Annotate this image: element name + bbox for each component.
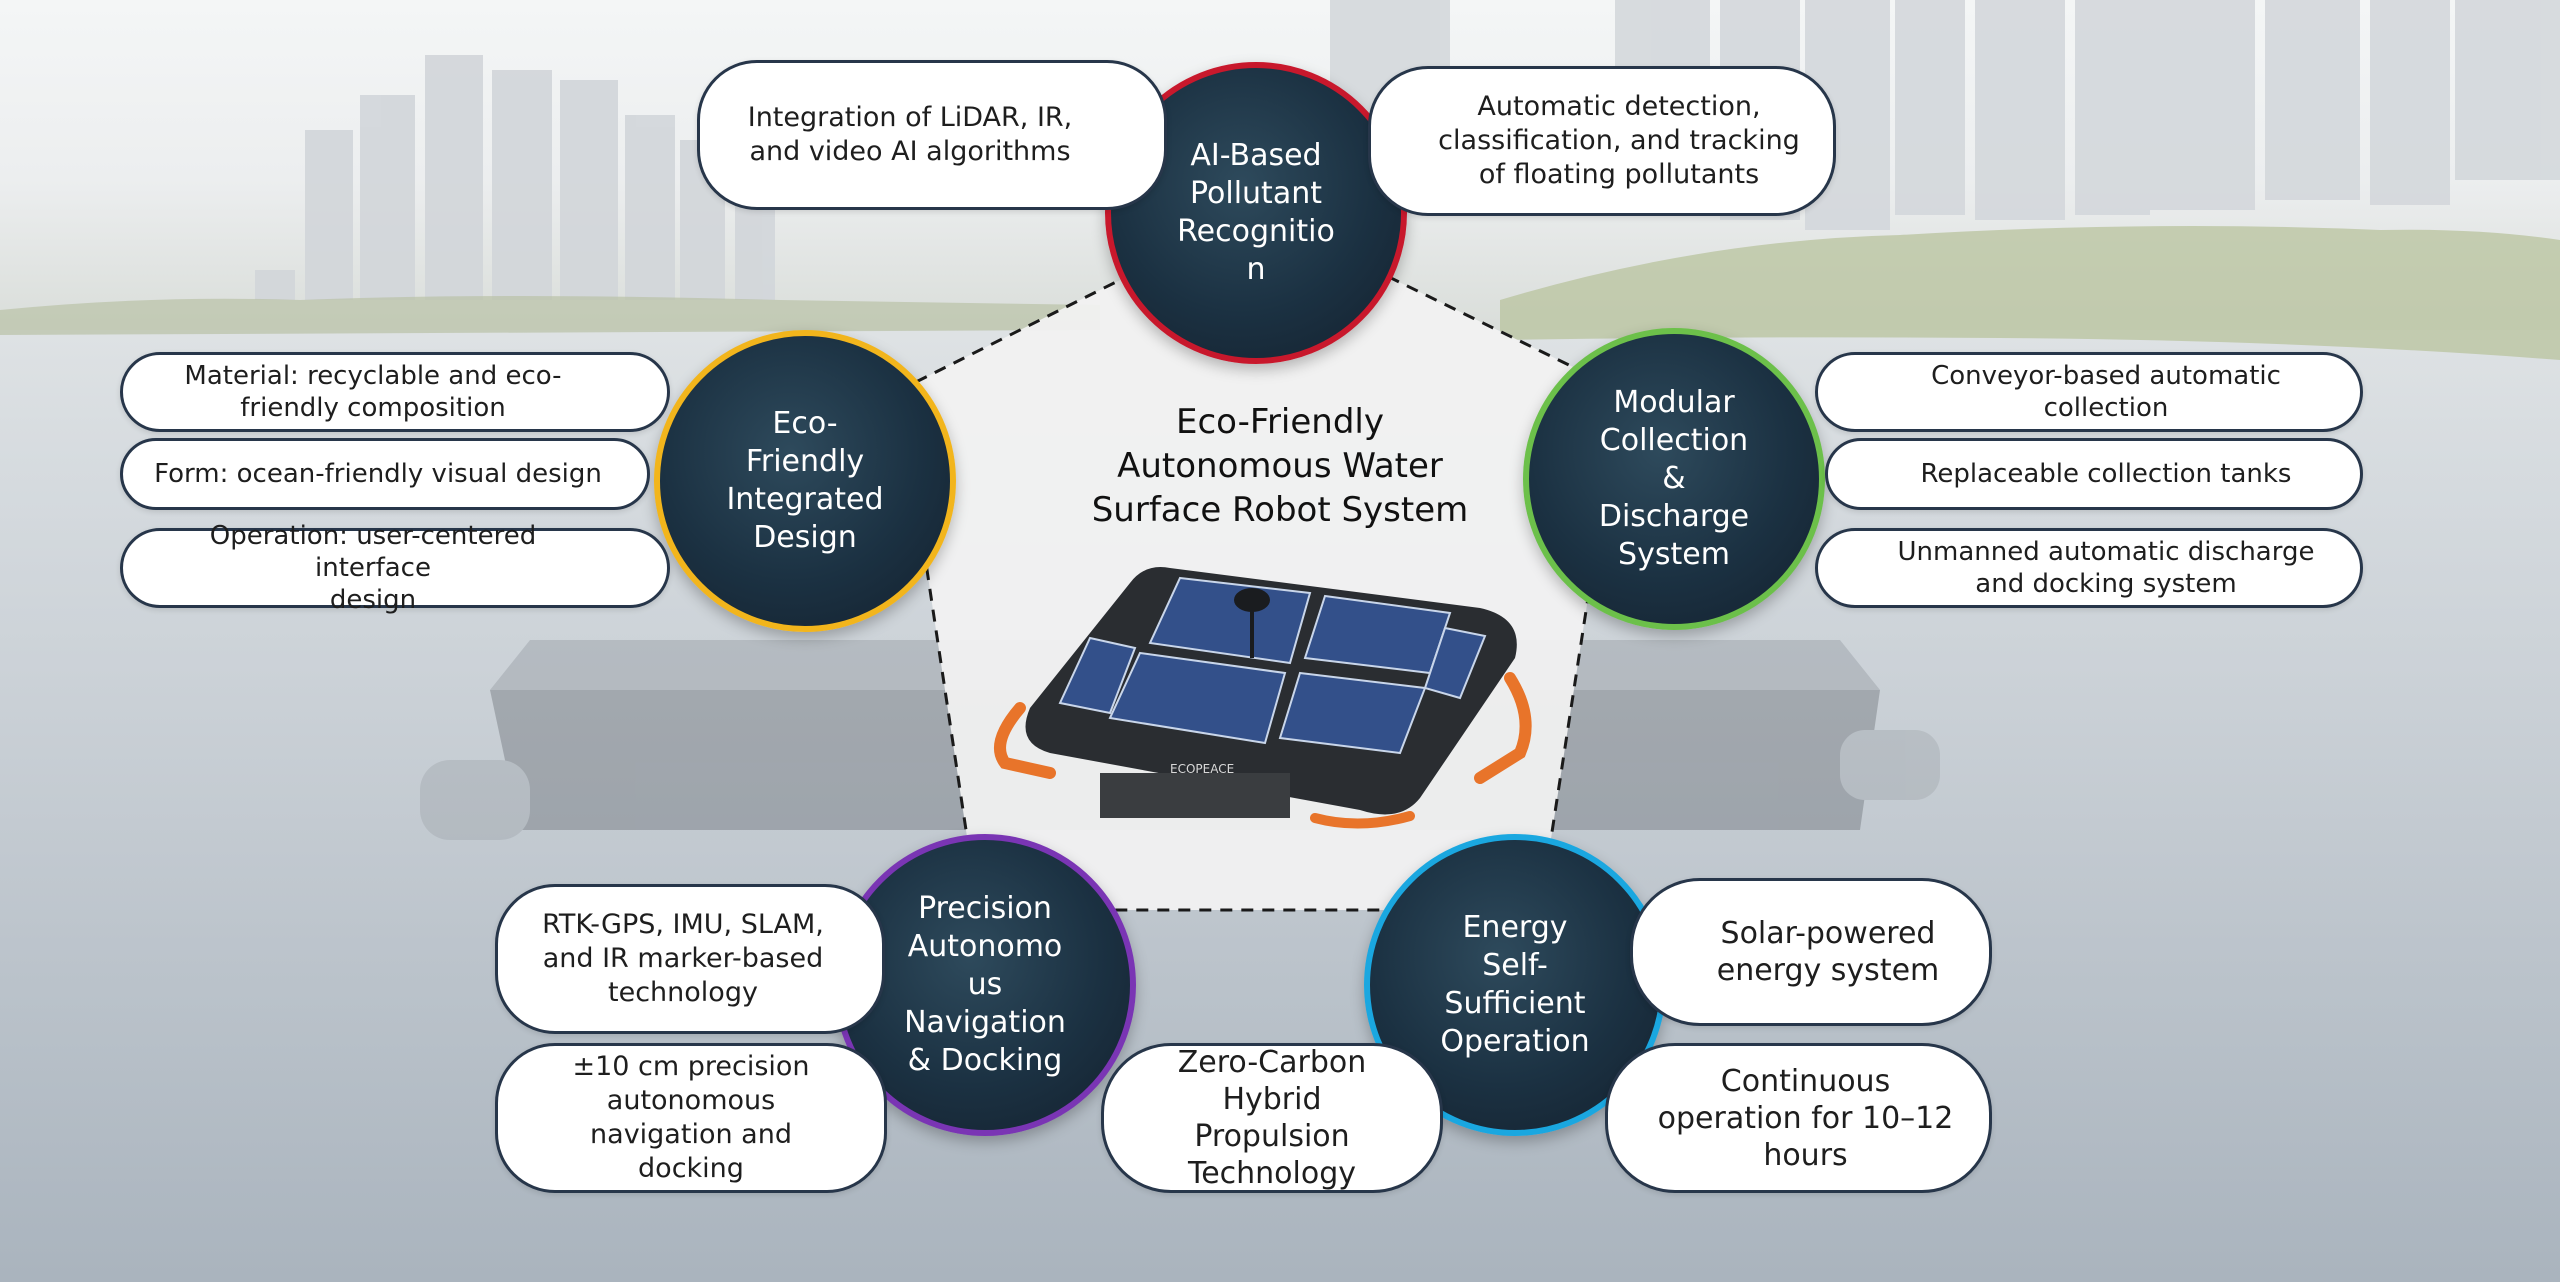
pill-mod-unmanned: Unmanned automatic discharge and docking… xyxy=(1815,528,2363,608)
pill-mod-unmanned-line1: Unmanned automatic discharge xyxy=(1897,537,2315,567)
hub-energy-line4: Operation xyxy=(1440,1024,1590,1059)
pill-nav-precision-line3: navigation and xyxy=(590,1119,792,1150)
hub-eco-line2: Friendly xyxy=(745,444,865,479)
pill-zero-carbon: Zero-Carbon Hybrid Propulsion Technology xyxy=(1101,1043,1443,1193)
hub-nav-line2: Autonomo xyxy=(907,929,1063,964)
robot-illustration: ECOPEACE xyxy=(994,567,1532,829)
pill-energy-continuous-line1: Continuous xyxy=(1720,1063,1891,1099)
pill-energy-solar-line1: Solar-powered xyxy=(1720,916,1936,951)
hub-modular-collection: Modular Collection & Discharge System xyxy=(1523,328,1825,630)
hub-nav-line4: Navigation xyxy=(904,1005,1066,1040)
pill-eco-form-line1: Form: ocean-friendly visual design xyxy=(154,459,602,489)
pill-nav-precision: ±10 cm precision autonomous navigation a… xyxy=(495,1043,887,1193)
pill-eco-material-line2: friendly composition xyxy=(240,393,506,423)
shoreline-left xyxy=(0,296,1100,335)
shoreline-right xyxy=(1500,226,2560,360)
bumper-right xyxy=(1474,672,1532,784)
pill-nav-precision-line2: autonomous xyxy=(606,1085,776,1116)
pill-energy-continuous-line3: hours xyxy=(1763,1137,1848,1173)
hub-energy-line2: Self- xyxy=(1482,948,1548,983)
pill-ai-detection-line3: of floating pollutants xyxy=(1478,159,1760,190)
pill-mod-unmanned-line2: and docking system xyxy=(1975,569,2237,599)
pill-zero-carbon-line3: Propulsion xyxy=(1194,1119,1350,1154)
hub-eco-line3: Integrated xyxy=(726,482,884,517)
hub-mod-line2: Collection xyxy=(1599,423,1749,458)
hub-ai-line2: Pollutant xyxy=(1190,176,1322,211)
pill-energy-solar-line2: energy system xyxy=(1716,953,1940,988)
pill-eco-material: Material: recyclable and eco- friendly c… xyxy=(120,352,670,432)
pill-energy-solar: Solar-powered energy system xyxy=(1630,878,1992,1026)
pill-ai-detection-line2: classification, and tracking xyxy=(1438,125,1800,156)
hub-mod-line1: Modular xyxy=(1613,385,1735,420)
pill-nav-precision-line1: ±10 cm precision xyxy=(572,1051,810,1082)
pill-nav-rtk-line2: and IR marker-based xyxy=(542,943,824,974)
center-title-line1: Eco-Friendly xyxy=(1175,402,1384,442)
hub-ai-line4: n xyxy=(1246,252,1266,287)
pill-zero-carbon-line4: Technology xyxy=(1187,1156,1357,1191)
pill-nav-rtk-line3: technology xyxy=(608,977,758,1008)
pill-mod-conveyor-line2: collection xyxy=(2043,393,2169,423)
hub-energy-line1: Energy xyxy=(1462,910,1568,945)
hub-ai-line3: Recognitio xyxy=(1177,214,1335,249)
hub-mod-line5: System xyxy=(1618,537,1730,572)
center-title-line3: Surface Robot System xyxy=(1091,490,1469,530)
pill-energy-continuous: Continuous operation for 10–12 hours xyxy=(1605,1043,1992,1193)
hub-eco-integrated-design: Eco- Friendly Integrated Design xyxy=(654,330,956,632)
hub-nav-line3: us xyxy=(967,967,1003,1002)
bumper-bottom xyxy=(1310,811,1415,829)
pill-ai-lidar: Integration of LiDAR, IR, and video AI a… xyxy=(697,60,1167,210)
hub-ai-pollutant-recognition: AI-Based Pollutant Recognitio n xyxy=(1105,62,1407,364)
pill-eco-operation: Operation: user-centered interface desig… xyxy=(120,521,670,615)
pill-mod-conveyor: Conveyor-based automatic collection xyxy=(1815,352,2363,432)
pill-nav-rtk: RTK-GPS, IMU, SLAM, and IR marker-based … xyxy=(495,884,885,1034)
pill-nav-precision-line4: docking xyxy=(638,1153,744,1184)
pill-ai-detection: Automatic detection, classification, and… xyxy=(1368,66,1836,216)
hub-mod-line4: Discharge xyxy=(1598,499,1750,534)
hub-energy-line3: Sufficient xyxy=(1444,986,1586,1021)
pill-nav-rtk-line1: RTK-GPS, IMU, SLAM, xyxy=(542,909,824,940)
pill-mod-conveyor-line1: Conveyor-based automatic xyxy=(1931,361,2281,391)
pill-ai-lidar-line2: and video AI algorithms xyxy=(749,136,1071,167)
center-title-line2: Autonomous Water xyxy=(1117,446,1443,486)
pill-ai-lidar-line1: Integration of LiDAR, IR, xyxy=(747,102,1073,133)
bumper-left xyxy=(994,702,1056,779)
hub-eco-line4: Design xyxy=(753,520,857,555)
collection-box xyxy=(1100,773,1290,818)
hub-eco-line1: Eco- xyxy=(772,406,838,441)
pill-zero-carbon-line1: Zero-Carbon xyxy=(1177,1045,1367,1080)
pill-energy-continuous-line2: operation for 10–12 xyxy=(1657,1100,1954,1136)
antenna-dome xyxy=(1234,588,1270,612)
pill-mod-tanks: Replaceable collection tanks xyxy=(1825,438,2363,510)
hub-mod-line3: & xyxy=(1662,461,1686,496)
hub-nav-line5: & Docking xyxy=(907,1043,1063,1078)
hub-ai-line1: AI-Based xyxy=(1190,138,1322,173)
center-title: Eco-Friendly Autonomous Water Surface Ro… xyxy=(1010,400,1550,532)
hub-nav-line1: Precision xyxy=(918,891,1052,926)
hub-energy-self-sufficient: Energy Self- Sufficient Operation xyxy=(1364,834,1666,1136)
robot-logo: ECOPEACE xyxy=(1170,762,1234,776)
left-skyline xyxy=(255,55,775,300)
pill-ai-detection-line1: Automatic detection, xyxy=(1477,91,1761,122)
pill-eco-operation-line1: Operation: user-centered interface xyxy=(209,521,537,583)
pill-eco-material-line1: Material: recyclable and eco- xyxy=(184,361,562,391)
pill-eco-operation-line2: design xyxy=(329,585,417,615)
pill-mod-tanks-line1: Replaceable collection tanks xyxy=(1920,459,2292,489)
solar-panels xyxy=(1058,576,1487,755)
pill-zero-carbon-line2: Hybrid xyxy=(1222,1082,1322,1117)
pill-eco-form: Form: ocean-friendly visual design xyxy=(120,438,650,510)
